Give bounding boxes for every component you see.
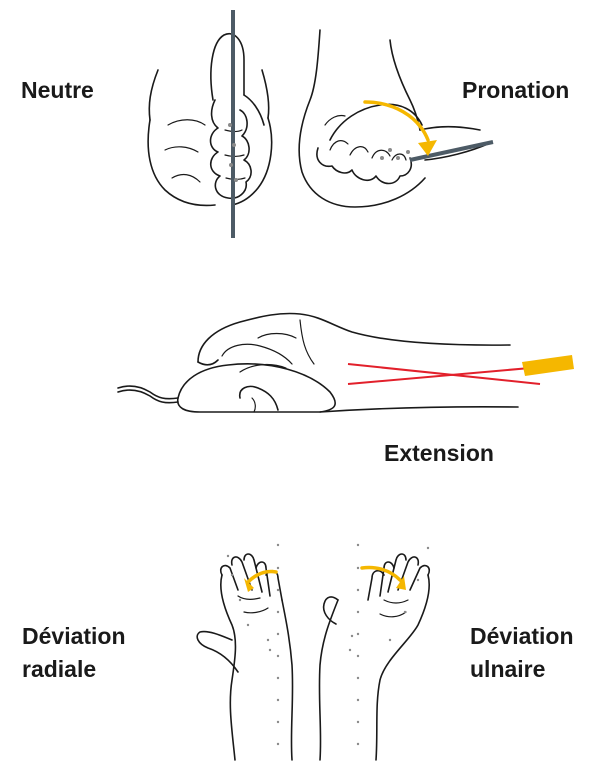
wrist-postures-diagram: Neutre Pronation Extension Déviation rad…	[0, 0, 590, 779]
right-hand-deviation-icon	[0, 0, 590, 779]
